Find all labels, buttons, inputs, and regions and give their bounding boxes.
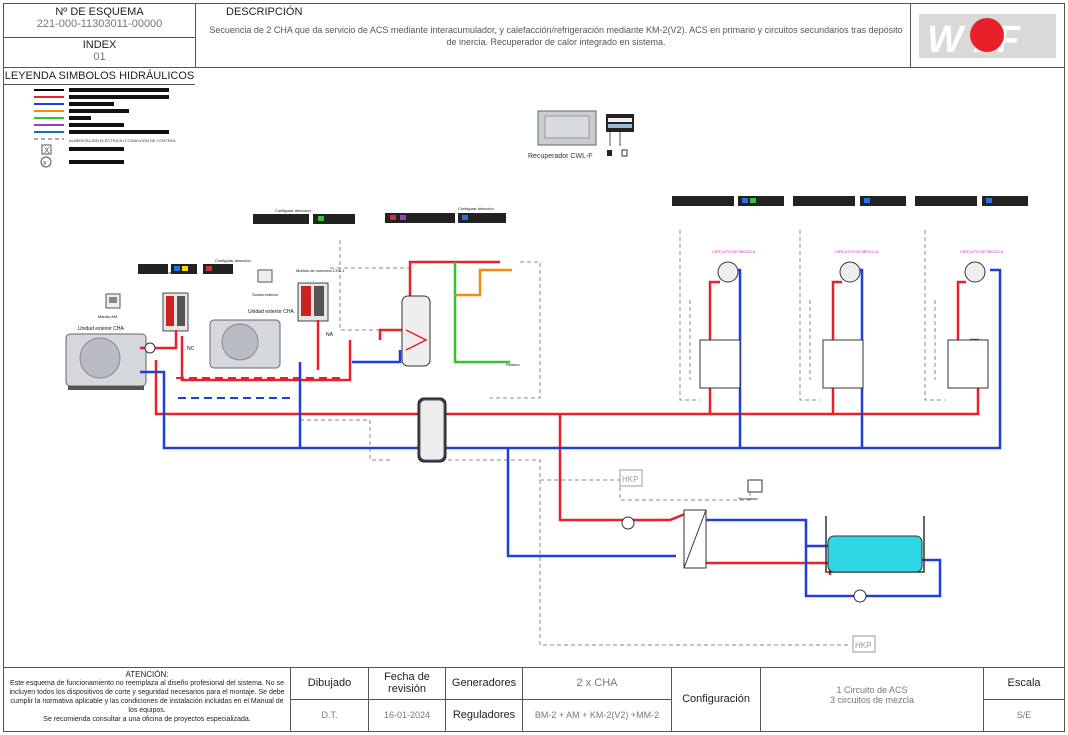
- descripcion-box: DESCRIPCIÓN Secuencia de 2 CHA que da se…: [195, 3, 911, 68]
- zone-controllers: [672, 196, 1028, 206]
- mixing-circuit-1-label: CIRCUITO DE MEZCLA: [712, 249, 756, 254]
- termostato-label: Termostato: [738, 496, 759, 501]
- hkp-1: HKP: [619, 469, 643, 487]
- escala-value: S/E: [983, 699, 1065, 732]
- mando-am: Mando AM: [98, 293, 121, 319]
- modulo-2-label: Módulo de conexión CHA 1: [296, 268, 345, 273]
- pool: [825, 516, 925, 573]
- legend-symbol-x: X: [44, 146, 50, 155]
- controller-block-2: Configurar dirección Sonda exterior: [252, 208, 355, 297]
- generadores-label: Generadores: [445, 667, 523, 700]
- pumps: [144, 342, 867, 603]
- mixing-circuit-2: CIRCUITO DE MEZCLA: [822, 249, 879, 389]
- atencion-title: ATENCIÓN:: [125, 670, 169, 679]
- logo-box: W LF: [910, 3, 1065, 68]
- configuracion-line2: 3 circuitos de mezcla: [829, 695, 915, 705]
- atencion-box: ATENCIÓN: Este esquema de funcionamiento…: [3, 667, 291, 732]
- indoor-module-2: Módulo de conexión CHA 1: [296, 268, 345, 322]
- configurar-1-label: Configurar dirección: [215, 258, 251, 263]
- logo-red-dot: [970, 18, 1004, 52]
- escala-label: Escala: [983, 667, 1065, 700]
- acs-pipes: [453, 262, 512, 364]
- mixing-circuit-3: CIRCUITO DE MEZCLA: [947, 249, 1004, 389]
- mixing-circuit-3-label: CIRCUITO DE MEZCLA: [960, 249, 1004, 254]
- dibujado-label: Dibujado: [290, 667, 369, 700]
- esquema-label: Nº DE ESQUEMA: [55, 6, 144, 18]
- inertia-tank: [417, 397, 447, 463]
- reguladores-value: BM-2 + AM + KM-2(V2) +MM-2: [522, 699, 672, 732]
- plate-exchanger: [683, 509, 707, 569]
- legend-title: LEYENDA SIMBOLOS HIDRÁULICOS: [4, 68, 195, 85]
- atencion-text2: Se recomienda consultar a una oficina de…: [43, 716, 251, 723]
- relleno-label: Relleno: [506, 362, 520, 367]
- legend-alimentacion: ALIMENTACIÓN ELÉCTRICA O CONEXIÓN DE CON…: [69, 138, 177, 143]
- mixing-circuit-2-label: CIRCUITO DE MEZCLA: [835, 249, 879, 254]
- diagram-area: [3, 172, 1065, 668]
- index-label: INDEX: [82, 39, 117, 51]
- descripcion-text: Secuencia de 2 CHA que da servicio de AC…: [209, 25, 903, 47]
- index-value: 01: [93, 51, 106, 63]
- fecha-value: 16-01-2024: [368, 699, 446, 732]
- mando-am-label: Mando AM: [98, 314, 117, 319]
- hkp-2: HKP: [852, 635, 876, 653]
- indoor-module-1: Módulo de conexión CHA 2: [140, 270, 189, 332]
- esquema-box: Nº DE ESQUEMA 221-000-11303011-00000: [3, 3, 196, 38]
- wolf-logo: W LF: [919, 14, 1056, 61]
- outdoor-unit-2-label: Unidad exterior CHA: [248, 309, 295, 315]
- control-wiring: [300, 230, 945, 646]
- hkp-2-label: HKP: [855, 641, 871, 650]
- outdoor-unit-2: Unidad exterior CHA: [209, 309, 295, 369]
- hydraulic-diagram: Recuperador CWL-F Unidad exterior CHA Un…: [65, 110, 1028, 653]
- outdoor-unit-1: Unidad exterior CHA: [65, 326, 147, 390]
- configurar-2-label: Configurar dirección: [275, 208, 311, 213]
- return-pipes: [140, 268, 1002, 598]
- esquema-value: 221-000-11303011-00000: [36, 18, 163, 30]
- termostato: Termostato: [738, 479, 763, 501]
- hkp-1-label: HKP: [622, 475, 638, 484]
- controller-block-1: Configurar dirección: [138, 258, 251, 274]
- generadores-value: 2 x CHA: [522, 667, 672, 700]
- acs-cylinder: [401, 295, 431, 367]
- configurar-3-label: Configurar dirección: [458, 206, 494, 211]
- recuperador-label: Recuperador CWL-F: [528, 153, 593, 160]
- configuracion-line1: 1 Circuito de ACS: [836, 685, 908, 695]
- mixing-circuit-1: CIRCUITO DE MEZCLA: [699, 249, 756, 389]
- atencion-text: Este esquema de funcionamiento no reempl…: [9, 680, 285, 714]
- sonda-exterior-label: Sonda exterior: [252, 292, 279, 297]
- na-label: NA: [326, 332, 334, 338]
- descripcion-label: DESCRIPCIÓN: [226, 6, 303, 18]
- reguladores-label: Reguladores: [445, 699, 523, 732]
- fecha-label: Fecha de revisión: [368, 667, 446, 700]
- configuracion-label: Configuración: [671, 667, 761, 732]
- recuperador-unit: Recuperador CWL-F: [528, 110, 634, 160]
- legend-lines: ALIMENTACIÓN ELÉCTRICA O CONEXIÓN DE CON…: [34, 88, 177, 168]
- svg-text:x: x: [43, 160, 47, 167]
- controller-block-3: Configurar dirección: [385, 206, 506, 223]
- configuracion-box: 1 Circuito de ACS 3 circuitos de mezcla: [760, 667, 984, 732]
- dibujado-value: D.T.: [290, 699, 369, 732]
- outdoor-unit-1-label: Unidad exterior CHA: [78, 326, 125, 332]
- nc-label: NC: [187, 346, 195, 352]
